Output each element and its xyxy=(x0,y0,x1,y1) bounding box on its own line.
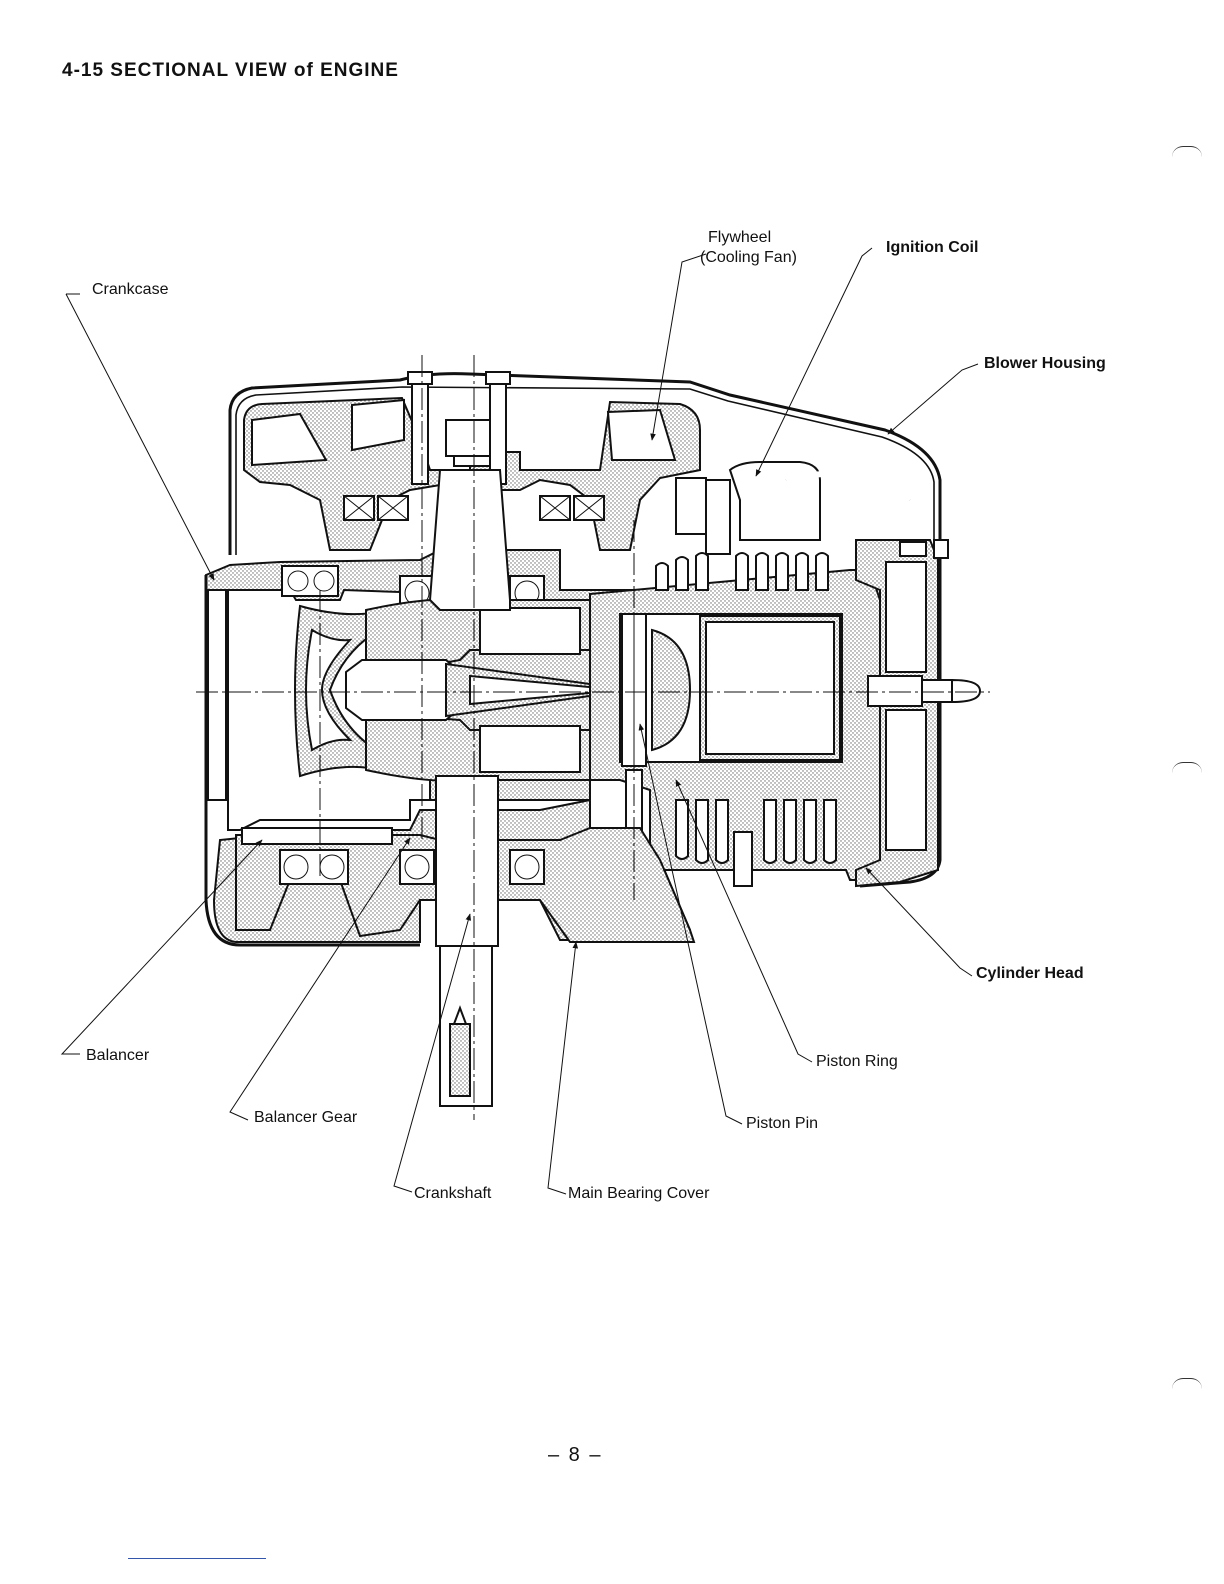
spark-plug xyxy=(868,676,922,706)
label-flywheel-line1: Flywheel xyxy=(708,228,771,247)
label-crankcase: Crankcase xyxy=(92,280,168,299)
footer-rule xyxy=(128,1558,266,1559)
label-ignition-coil: Ignition Coil xyxy=(886,238,978,257)
label-piston-ring: Piston Ring xyxy=(816,1052,898,1071)
label-cylinder-head: Cylinder Head xyxy=(976,964,1084,983)
label-main-bearing-cover: Main Bearing Cover xyxy=(568,1184,709,1203)
page-number: – 8 – xyxy=(548,1444,602,1467)
cooling-fins-top xyxy=(656,553,828,590)
label-crankshaft: Crankshaft xyxy=(414,1184,491,1203)
label-balancer-gear: Balancer Gear xyxy=(254,1108,357,1127)
label-flywheel-line2: (Cooling Fan) xyxy=(700,248,797,267)
crankshaft-shape xyxy=(430,470,510,610)
label-piston-pin: Piston Pin xyxy=(746,1114,818,1133)
binder-mark-top xyxy=(1172,146,1202,157)
label-balancer: Balancer xyxy=(86,1046,149,1065)
label-blower-housing: Blower Housing xyxy=(984,354,1106,373)
binder-mark-bottom xyxy=(1172,1378,1202,1389)
binder-mark-middle xyxy=(1172,762,1202,773)
